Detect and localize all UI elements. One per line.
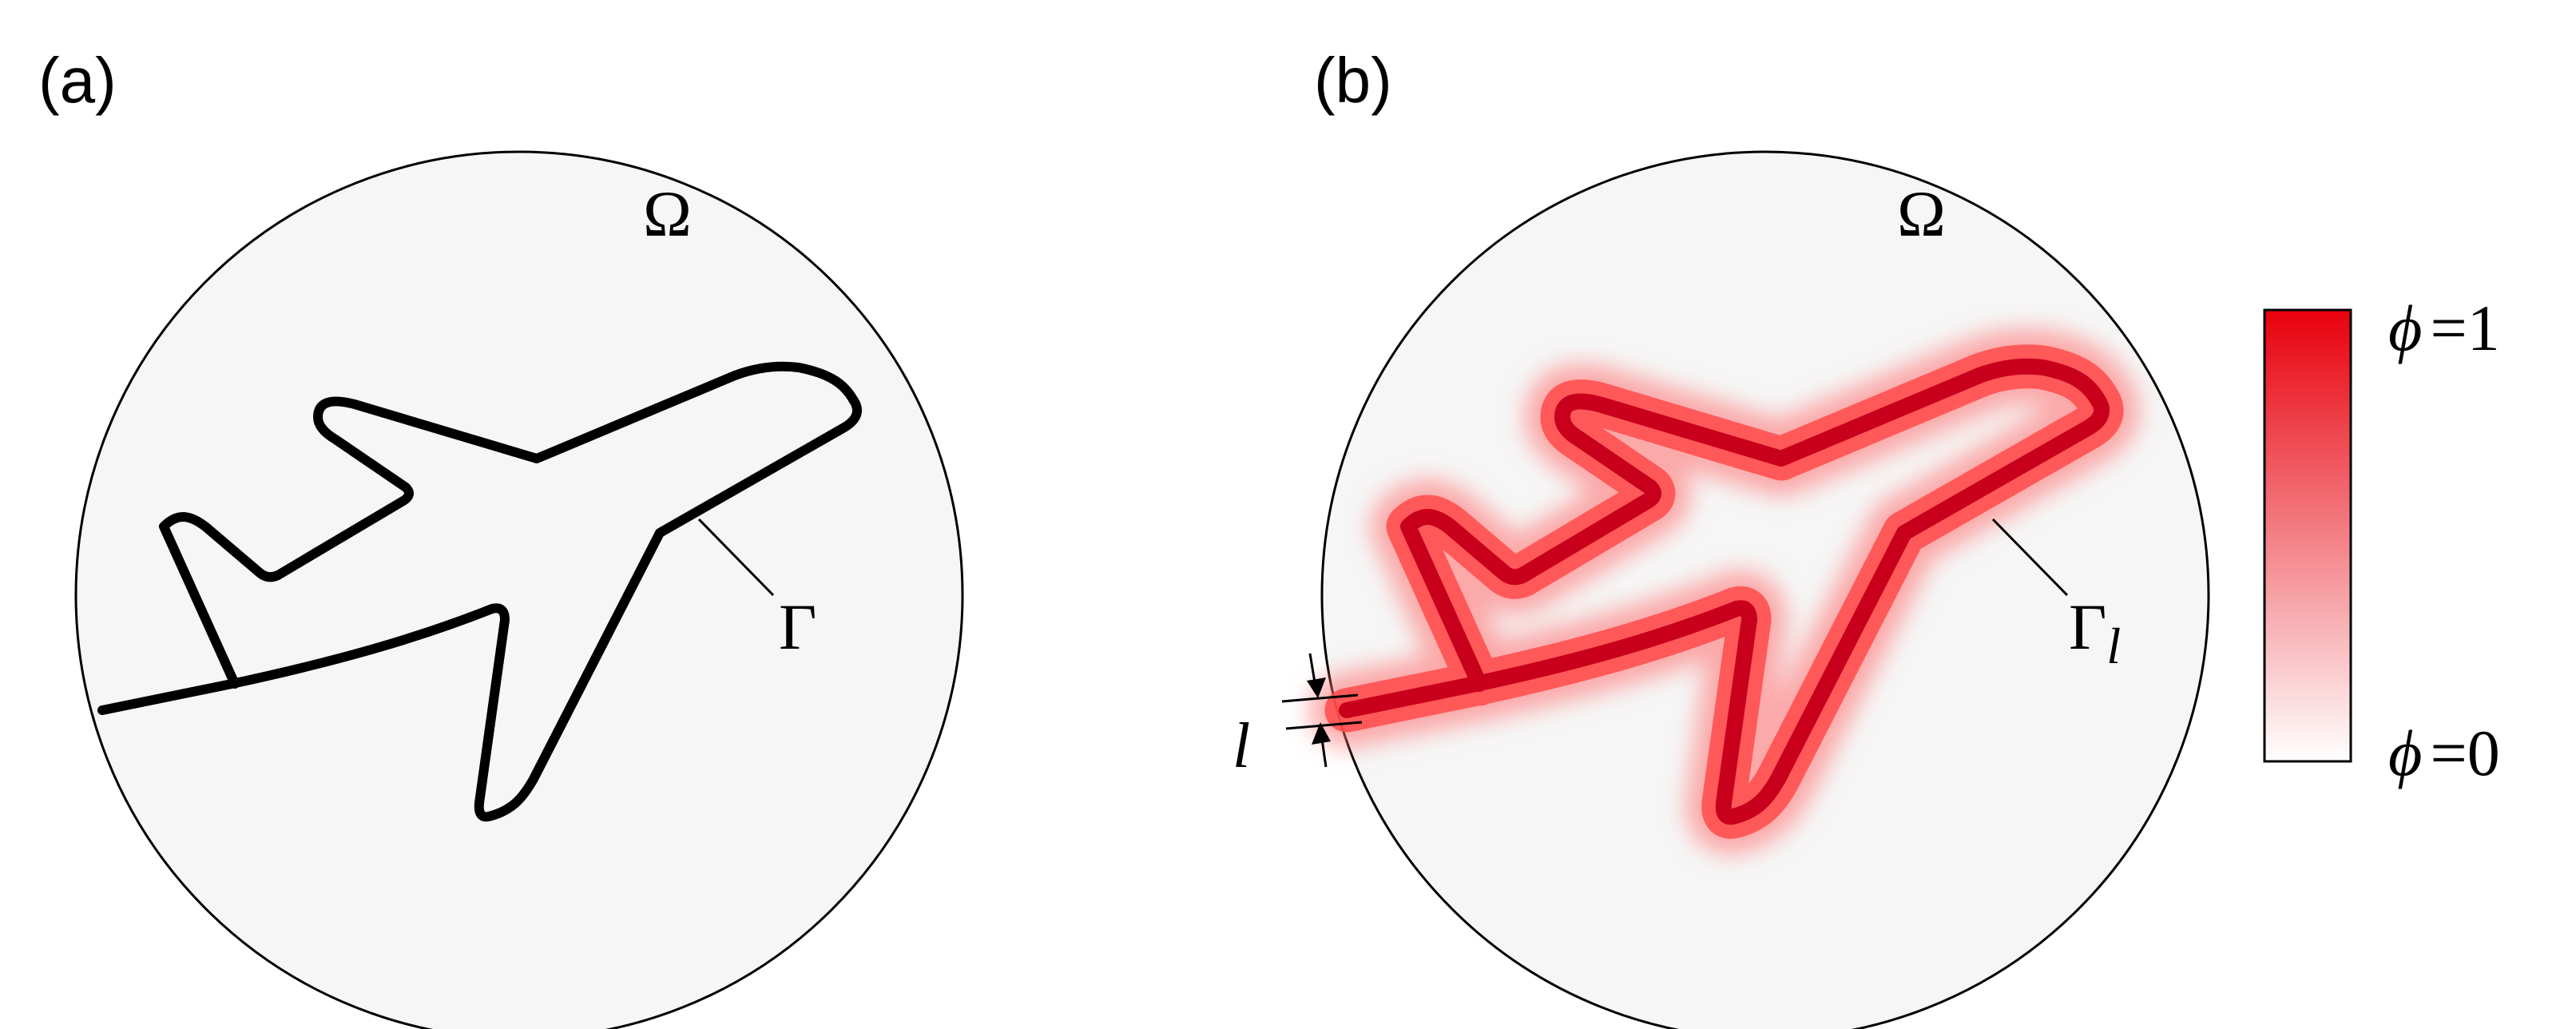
colorbar-gradient (2263, 308, 2352, 763)
panel-b: (b) Ω Γl l (1232, 45, 2210, 1029)
colorbar-bottom-label: ϕ=0 (2388, 717, 2500, 789)
arrow-up-icon (1312, 722, 1331, 745)
panel-a-label: (a) (38, 45, 117, 116)
domain-symbol-a: Ω (643, 177, 692, 250)
colorbar: ϕ=1 ϕ=0 (2263, 292, 2500, 789)
boundary-symbol-b: Γl (2069, 590, 2121, 674)
domain-circle-a (74, 150, 964, 1029)
crack-leader-line-a (697, 518, 775, 597)
boundary-symbol-a: Γ (779, 590, 816, 663)
arrow-down-icon (1307, 677, 1326, 698)
width-indicator: l (1232, 653, 1363, 781)
width-symbol: l (1232, 711, 1250, 781)
domain-symbol-b: Ω (1897, 177, 1946, 250)
panel-a: (a) Ω Γ (38, 45, 964, 1029)
crack-leader-line-b (1991, 518, 2069, 597)
panel-b-label: (b) (1314, 45, 1392, 116)
colorbar-top-label: ϕ=1 (2388, 292, 2500, 364)
